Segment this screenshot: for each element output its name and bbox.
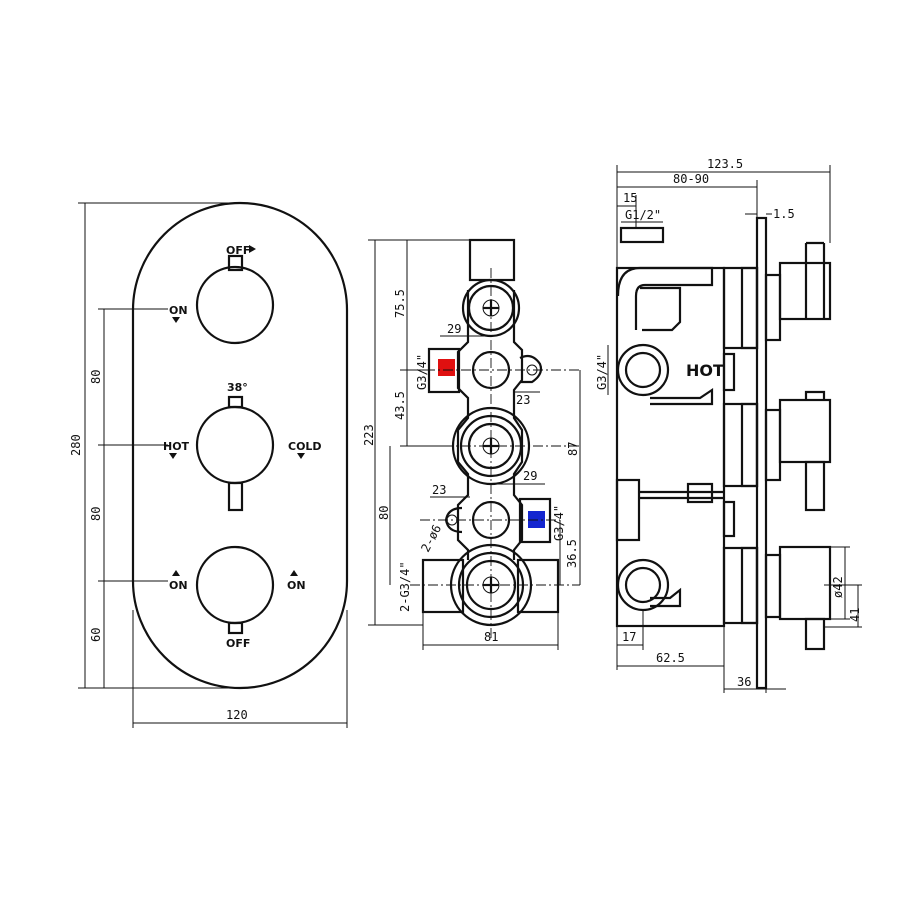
dim-mid-height: 43.5	[393, 391, 407, 420]
arrow-down-icon	[172, 317, 180, 323]
mount-hole-label: 2-ø6	[418, 522, 444, 554]
label-cold: COLD	[288, 440, 322, 453]
arrow-up-icon	[290, 570, 298, 576]
dim-wall-depth: 36	[737, 675, 751, 689]
dim-bottom-right: 36.5	[565, 539, 579, 568]
dim-lower-height: 80	[377, 506, 391, 520]
arrow-right-icon	[249, 245, 256, 253]
bottom-knob	[195, 545, 275, 625]
dim-valve-width: 81	[484, 630, 498, 644]
middle-side-knob	[778, 398, 832, 464]
valve-view: 223 75.5 43.5 G3/4" 29 23 87 80 29 23 2-…	[362, 238, 581, 650]
middle-knob	[195, 405, 275, 485]
side-view: HOT 123.5	[595, 157, 862, 693]
arrow-up-icon	[172, 570, 180, 576]
hot-thread-label: G3/4"	[415, 354, 429, 390]
dim-span-mid: 80	[89, 507, 103, 521]
dim-port-29-top: 29	[447, 322, 461, 336]
dim-overall-depth: 123.5	[707, 157, 743, 171]
cold-thread-label: G3/4"	[552, 505, 566, 541]
dim-span-bottom: 60	[89, 628, 103, 642]
dim-knob-length: 41	[848, 608, 862, 622]
side-hot-label: HOT	[686, 361, 724, 380]
dim-port-23-bottom: 23	[432, 483, 446, 497]
dim-body-depth: 62.5	[656, 651, 685, 665]
label-bottom-off: OFF	[226, 637, 250, 650]
dim-port-23-top: 23	[516, 393, 530, 407]
middle-knob-tab	[227, 395, 244, 409]
arrow-down-icon	[169, 453, 177, 459]
dim-height: 280	[69, 434, 83, 456]
outlet-thread-label: 2-G3/4"	[398, 561, 412, 612]
bottom-outlet-right	[516, 558, 560, 614]
dim-port-29-bottom: 29	[523, 469, 537, 483]
side-port-thread: G3/4"	[595, 354, 609, 390]
arrow-down-icon	[297, 453, 305, 459]
dim-bottom-offset: 17	[622, 630, 636, 644]
dim-right-span: 87	[566, 442, 580, 456]
dim-inlet-offset: 15	[623, 191, 637, 205]
dim-top-height: 75.5	[393, 289, 407, 318]
hot-port-indicator	[438, 359, 455, 376]
dim-plate-thickness: 1.5	[773, 207, 795, 221]
wall-plate	[755, 216, 768, 690]
dim-span-top: 80	[89, 370, 103, 384]
dim-adjust-range: 80-90	[673, 172, 709, 186]
top-knob	[195, 265, 275, 345]
cold-port-block	[518, 497, 552, 544]
front-view: OFF ON 38° HOT COLD ON ON OFF 280 80 80 …	[69, 201, 349, 728]
cold-port-indicator	[528, 511, 545, 528]
bottom-outlet-left	[421, 558, 465, 614]
label-on-left-top: ON	[169, 304, 188, 317]
bottom-side-knob	[778, 545, 832, 621]
top-inlet-block	[468, 238, 516, 282]
dim-knob-diameter: ø42	[831, 576, 845, 598]
dim-inlet-thread: G1/2"	[625, 208, 661, 222]
dim-total-height: 223	[362, 424, 376, 446]
dim-width: 120	[226, 708, 248, 722]
label-on-left-bottom: ON	[169, 579, 188, 592]
label-hot: HOT	[163, 440, 190, 453]
label-on-right-bottom: ON	[287, 579, 306, 592]
bottom-knob-lever	[227, 621, 244, 635]
label-temp: 38°	[227, 381, 248, 394]
top-knob-lever	[227, 254, 244, 272]
middle-knob-lever	[227, 481, 244, 512]
label-top-off: OFF	[226, 244, 250, 257]
